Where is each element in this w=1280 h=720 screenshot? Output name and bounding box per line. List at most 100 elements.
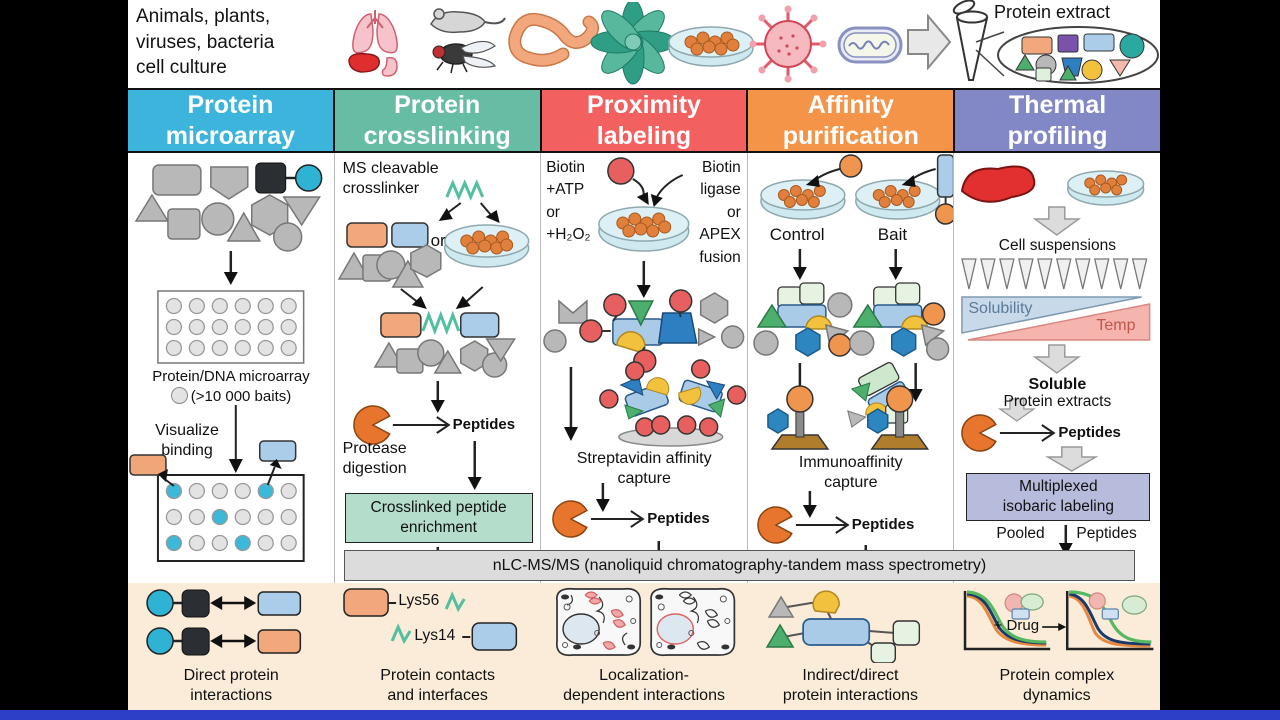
arrow-to-blue bbox=[266, 459, 282, 486]
petri-dish-icon bbox=[598, 206, 690, 252]
protease-digestion-label: Protease digestion bbox=[342, 440, 407, 477]
yellow-node bbox=[812, 590, 841, 614]
source-material-label: Animals, plants, viruses, bacteria cell … bbox=[136, 4, 274, 81]
immunoaffinity-capture-label: Immunoaffinity capture bbox=[798, 454, 903, 491]
visualize-binding-label: Visualize binding bbox=[155, 422, 219, 459]
header-protein-crosslinking: Protein crosslinking bbox=[334, 90, 542, 151]
solubility-gradient-icon bbox=[961, 296, 1143, 334]
dish-arrows bbox=[632, 174, 684, 207]
arrow-down-3 bbox=[430, 381, 445, 413]
column-proximity-labeling: Biotin +ATP or +H₂O₂ Biotin ligase or AP… bbox=[541, 153, 748, 583]
caption-direct-interactions: Direct protein interactions bbox=[183, 667, 279, 704]
cell-drawing-right bbox=[649, 587, 736, 657]
header-affinity-purification: Affinity purification bbox=[748, 90, 956, 151]
arrow-down-6 bbox=[636, 261, 651, 298]
control-dish bbox=[760, 179, 846, 220]
result-contacts-interfaces: Lys56 Lys14 Protein contacts and interfa… bbox=[334, 583, 540, 710]
temp-label: Temp bbox=[1096, 317, 1136, 334]
arrow-down-7 bbox=[564, 367, 579, 441]
peptides-arrow-2 bbox=[591, 510, 645, 528]
arrow-down-1 bbox=[223, 251, 238, 285]
caption-complex-dynamics: Protein complex dynamics bbox=[999, 667, 1115, 704]
protein-mixture-shapes bbox=[134, 164, 321, 252]
captured-complexes bbox=[599, 359, 747, 447]
source-line1: Animals, plants, bbox=[136, 6, 271, 27]
crosslinker-label: MS cleavable crosslinker bbox=[342, 160, 439, 197]
soluble-label: Soluble bbox=[1028, 376, 1087, 393]
virus-icon bbox=[749, 5, 827, 83]
direct-interactions-graphic bbox=[146, 589, 302, 656]
arrow-down-10 bbox=[802, 491, 817, 518]
worm-icon bbox=[508, 12, 599, 67]
diagram-content: Animals, plants, viruses, bacteria cell … bbox=[128, 0, 1160, 710]
peptides-label-3: Peptides bbox=[851, 516, 915, 533]
contacts-graphic bbox=[343, 588, 518, 651]
control-lysate-complex bbox=[753, 282, 853, 357]
lysate-shapes bbox=[337, 222, 442, 288]
arrow-down-4 bbox=[467, 441, 482, 490]
bacteria-icon bbox=[837, 26, 903, 64]
peptides-label-1: Peptides bbox=[452, 416, 516, 433]
melting-curves-graphic bbox=[963, 590, 1154, 651]
liver-icon bbox=[961, 165, 1036, 203]
organism-icons bbox=[348, 2, 903, 85]
peptides-arrow-3 bbox=[795, 516, 850, 534]
prey-protein-orange bbox=[129, 454, 167, 476]
header4-line2: purification bbox=[782, 121, 919, 150]
pooled-label: Pooled bbox=[996, 525, 1045, 542]
microarray-graphics bbox=[129, 162, 323, 562]
control-antibody-bead bbox=[766, 385, 830, 450]
interaction-row-1 bbox=[146, 589, 302, 618]
isobaric-labeling-box: Multiplexed isobaric labeling bbox=[966, 473, 1151, 521]
result-complex-dynamics: + Drug Protein complex dynamics bbox=[954, 583, 1160, 710]
mouse-fly-icon bbox=[430, 8, 506, 74]
column-affinity-purification: Control Bait Immunoaffinity capture Pept… bbox=[748, 153, 955, 583]
plant-icon bbox=[590, 2, 676, 85]
hub-protein-node bbox=[802, 618, 871, 646]
header3-line1: Proximity bbox=[587, 91, 701, 119]
result-localization: Localization- dependent interactions bbox=[541, 583, 747, 710]
ms-analysis-bar: nLC-MS/MS (nanoliquid chromatography-tan… bbox=[344, 550, 1135, 581]
crosslinker-zigzag-icon bbox=[444, 179, 484, 201]
curve-plot-left bbox=[963, 590, 1050, 651]
peptides-label-2: Peptides bbox=[647, 510, 710, 527]
protease-pacman-icon bbox=[756, 506, 793, 544]
gray-triangle-node bbox=[767, 595, 795, 618]
green-square-node-1 bbox=[892, 620, 921, 646]
drug-arrow bbox=[1041, 623, 1066, 631]
baits-label: (>10 000 baits) bbox=[128, 387, 334, 406]
petri-dish-icon bbox=[1067, 170, 1145, 206]
bait-dish-arrow bbox=[901, 168, 936, 187]
interaction-row-2 bbox=[146, 627, 302, 656]
ms-bar-label: nLC-MS/MS (nanoliquid chromatography-tan… bbox=[492, 556, 987, 574]
cell-dish-icon bbox=[668, 26, 754, 67]
biotin-dot-icon bbox=[607, 157, 635, 185]
result-indirect-direct: Indirect/direct protein interactions bbox=[747, 583, 953, 710]
drug-label: + Drug bbox=[993, 617, 1040, 634]
header-protein-microarray: Protein microarray bbox=[128, 90, 335, 151]
top-strip: Animals, plants, viruses, bacteria cell … bbox=[128, 0, 1160, 88]
green-triangle-node bbox=[765, 623, 795, 648]
localization-graphic bbox=[555, 587, 736, 657]
header1-line2: microarray bbox=[165, 121, 296, 150]
gray-arrow-down-1 bbox=[1032, 206, 1082, 236]
gray-arrow-down-4 bbox=[1045, 446, 1099, 472]
lys56-label: Lys56 bbox=[398, 592, 440, 609]
control-protein-icon bbox=[838, 154, 863, 178]
arrow-down-8 bbox=[596, 483, 611, 512]
pooled-peptides-label: Peptides bbox=[1076, 525, 1137, 542]
header-thermal-profiling: Thermal profiling bbox=[955, 90, 1160, 151]
header4-line1: Affinity bbox=[807, 91, 894, 119]
thermal-graphics bbox=[961, 165, 1151, 556]
header5-line2: profiling bbox=[1007, 121, 1108, 150]
microarray-label: Protein/DNA microarray bbox=[152, 368, 310, 385]
arrow-down-b bbox=[888, 249, 903, 280]
label-tag-cyan bbox=[294, 164, 323, 192]
control-label: Control bbox=[769, 225, 825, 244]
arrow-to-orange bbox=[157, 469, 175, 487]
cell-drawing-left bbox=[555, 587, 641, 657]
column-protein-crosslinking: MS cleavable crosslinker or Peptides Pro… bbox=[335, 153, 542, 583]
bottom-blue-bar bbox=[0, 710, 1280, 720]
binding-grid bbox=[156, 474, 305, 562]
control-dish-arrow bbox=[805, 168, 840, 187]
